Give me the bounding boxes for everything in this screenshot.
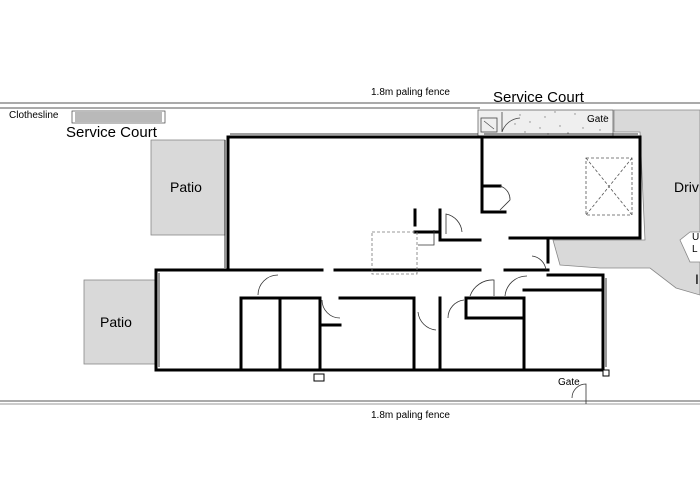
gate-label-bottom: Gate — [558, 377, 580, 388]
building-walls — [154, 135, 642, 372]
bin-pad — [480, 117, 498, 133]
gate-swing-top — [501, 112, 521, 133]
gate-label-top: Gate — [587, 114, 609, 125]
service-court-label-right: Service Court — [493, 89, 584, 106]
fence-label-top: 1.8m paling fence — [371, 87, 450, 98]
edge-label-l: L — [692, 244, 698, 255]
clothesline-frame — [71, 110, 166, 124]
patio-label-upper: Patio — [170, 179, 202, 195]
window-marks — [158, 133, 638, 367]
fence-post-right — [602, 369, 610, 377]
edge-label-p: I — [695, 271, 699, 287]
property-boundary — [0, 102, 700, 405]
patio-label-lower: Patio — [100, 314, 132, 330]
clothesline-label: Clothesline — [9, 110, 59, 121]
driveway-area — [552, 109, 700, 296]
driveway-label: Driv — [674, 179, 699, 195]
meter-box — [313, 373, 325, 382]
void-dashed — [371, 231, 418, 275]
skylight — [585, 157, 633, 216]
patio-lower-area — [83, 279, 157, 365]
edge-label-u: U — [692, 232, 700, 243]
service-court-area — [477, 109, 614, 138]
door-swings — [257, 185, 587, 404]
fence-label-bottom: 1.8m paling fence — [371, 410, 450, 421]
paved-areas — [83, 109, 700, 365]
patio-upper-area — [150, 139, 226, 236]
service-court-label-left: Service Court — [66, 124, 157, 141]
